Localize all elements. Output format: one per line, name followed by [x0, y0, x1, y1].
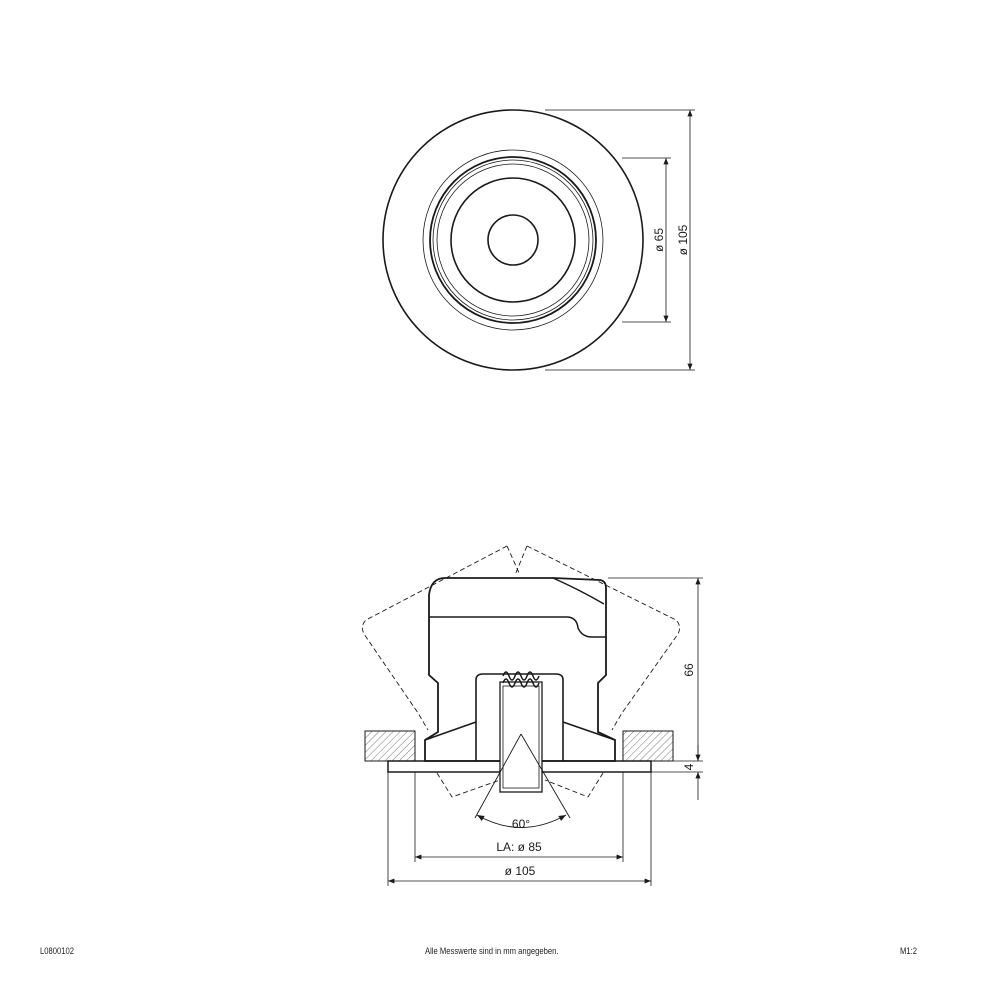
article-number: L0800102 — [40, 946, 75, 956]
top-view: ø 65 ø 105 — [382, 109, 695, 371]
side-view: 60° LA: ø 85 ø 105 66 4 — [361, 545, 703, 886]
dim-beam-angle: 60° — [512, 817, 530, 831]
dim-flange-height: 4 — [682, 763, 696, 770]
dim-inner-diameter: ø 65 — [652, 228, 666, 252]
beam-angle-lines — [474, 733, 571, 819]
tilt-outline-right — [514, 545, 681, 798]
units-note: Alle Messwerte sind in mm angegeben. — [425, 946, 559, 956]
scale: M1:2 — [900, 946, 918, 956]
outer-ring — [382, 109, 644, 371]
ceiling-left — [364, 730, 416, 762]
dim-diameter: ø 105 — [505, 864, 536, 878]
lens — [487, 214, 539, 266]
spring-icon — [502, 671, 540, 688]
ceiling-right — [622, 730, 674, 762]
tilt-outline-left — [361, 545, 521, 798]
dim-height: 66 — [682, 663, 696, 677]
luminaire-body — [424, 577, 616, 762]
spring-bracket — [499, 681, 543, 793]
dim-cutout: LA: ø 85 — [496, 840, 542, 854]
dim-outer-diameter: ø 105 — [676, 224, 690, 255]
